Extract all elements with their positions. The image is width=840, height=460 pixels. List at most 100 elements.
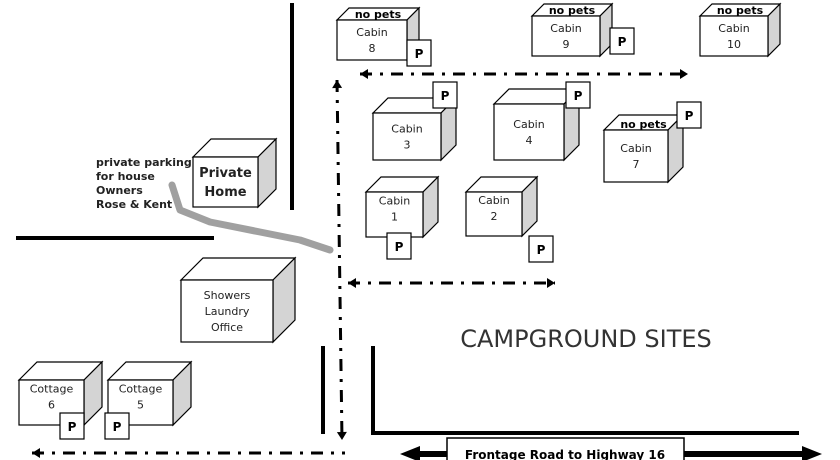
parking-icon: P <box>395 240 404 254</box>
building-label: Laundry <box>205 305 250 318</box>
parking-box <box>432 81 458 109</box>
parking-box <box>104 412 130 440</box>
building-front <box>372 112 442 161</box>
building-label: Showers <box>204 289 251 302</box>
building-label: Private <box>199 166 252 181</box>
parking-note-line: private parking <box>96 156 192 169</box>
parking-spot[interactable]: P <box>676 101 702 129</box>
building-label: Cabin <box>718 22 749 35</box>
building-label: Cabin <box>379 194 410 207</box>
paths-layer <box>32 69 688 458</box>
building-label: Cabin <box>478 194 509 207</box>
cabin-3[interactable]: Cabin 3 P <box>371 81 458 162</box>
no-pets-label: no pets <box>717 4 764 17</box>
arrowhead-icon <box>332 80 343 89</box>
arrowhead-icon <box>348 278 356 288</box>
building-label: Cabin <box>513 118 544 131</box>
building-label: 4 <box>526 134 533 147</box>
map-title: CAMPGROUND SITES <box>460 325 712 353</box>
parking-icon: P <box>618 35 627 49</box>
parking-spot[interactable]: P <box>528 235 554 263</box>
building-label: 5 <box>137 398 144 411</box>
building-label: Cabin <box>620 142 651 155</box>
parking-spot[interactable]: P <box>609 27 635 55</box>
building-front <box>192 156 259 208</box>
walking-path <box>32 448 345 458</box>
building-label: Home <box>204 185 246 200</box>
parking-box <box>59 412 85 440</box>
parking-spot[interactable]: P <box>104 412 130 440</box>
parking-box <box>565 81 591 109</box>
parking-spot[interactable]: P <box>565 81 591 109</box>
building-label: 2 <box>491 210 498 223</box>
parking-icon: P <box>441 89 450 103</box>
parking-icon: P <box>685 109 694 123</box>
parking-note-line: Owners <box>96 184 143 197</box>
walking-path <box>332 79 347 441</box>
building-front <box>365 191 424 238</box>
parking-spot[interactable]: P <box>406 39 432 67</box>
building-label: Office <box>211 321 243 334</box>
parking-note-line: for house <box>96 170 155 183</box>
private-driveway <box>168 181 334 254</box>
building-label: 10 <box>727 38 741 51</box>
roads-layer: Frontage Road to Highway 16 <box>16 3 822 460</box>
arrowhead-icon <box>336 431 347 440</box>
building-front <box>465 191 523 237</box>
building-label: Cabin <box>391 122 422 135</box>
road-label: Frontage Road to Highway 16 <box>465 448 665 460</box>
path-line <box>335 79 344 441</box>
parking-note-line: Rose & Kent <box>96 198 172 211</box>
parking-box <box>676 101 702 129</box>
parking-spot[interactable]: P <box>386 232 412 260</box>
walking-path <box>360 69 688 79</box>
parking-icon: P <box>415 47 424 61</box>
building-label: Cabin <box>550 22 581 35</box>
arrowhead-icon <box>360 69 368 79</box>
building-label: 3 <box>404 138 411 151</box>
cabin-1[interactable]: Cabin 1P <box>364 175 440 260</box>
no-pets-label: no pets <box>620 118 667 131</box>
cabin-2[interactable]: Cabin 2P <box>464 175 554 263</box>
building-front <box>699 15 769 57</box>
building-label: Cottage <box>119 382 163 395</box>
building-label: 7 <box>633 158 640 171</box>
parking-icon: P <box>537 243 546 257</box>
cottage-6[interactable]: Cottage 6P <box>17 360 104 440</box>
parking-box <box>386 232 412 260</box>
parking-box <box>528 235 554 263</box>
no-pets-label: no pets <box>355 8 402 21</box>
building-label: 6 <box>48 398 55 411</box>
parking-icon: P <box>574 89 583 103</box>
no-pets-label: no pets <box>549 4 596 17</box>
arrowhead-icon <box>32 448 40 458</box>
building-label: Cabin <box>356 26 387 39</box>
building-label: Cottage <box>30 382 74 395</box>
arrow-left-icon <box>400 446 420 460</box>
parking-spot[interactable]: P <box>432 81 458 109</box>
cabin-4[interactable]: Cabin 4 P <box>492 81 591 162</box>
building-front <box>336 19 408 61</box>
parking-spot[interactable]: P <box>59 412 85 440</box>
frontage-road: Frontage Road to Highway 16 <box>400 437 822 460</box>
building-label: 8 <box>369 42 376 55</box>
building-label: 1 <box>391 210 398 223</box>
arrowhead-icon <box>680 69 688 79</box>
building-front <box>531 15 601 57</box>
building-front <box>180 279 274 343</box>
building-front <box>603 129 669 183</box>
parking-icon: P <box>113 420 122 434</box>
cottage-5[interactable]: Cottage 5P <box>104 360 193 440</box>
road-label-box <box>446 437 685 460</box>
parking-box <box>609 27 635 55</box>
arrow-right-icon <box>802 446 822 460</box>
